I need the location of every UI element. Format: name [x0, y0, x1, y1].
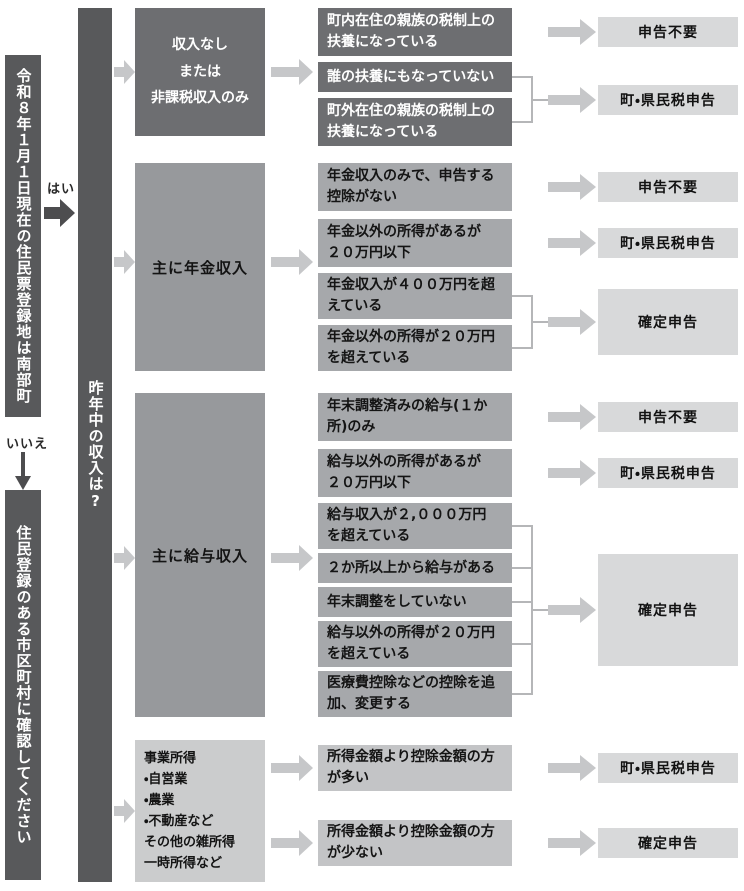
result-box: 町・県民税申告 — [598, 753, 738, 783]
arrow-right-icon — [548, 87, 596, 113]
category-business-income: 事業所得 ・自営業 ・農業 ・不動産など その他の雑所得 一時所得など — [135, 740, 265, 882]
arrow-right-icon — [114, 250, 135, 274]
arrow-right-icon — [114, 546, 135, 570]
condition-box: 年末調整をしていない — [318, 587, 512, 617]
condition-to-result-arrows — [548, 19, 596, 856]
condition-box: 年金収入が４００万円を超 えている — [318, 273, 512, 319]
result-box: 確定申告 — [598, 828, 738, 858]
condition-box: 医療費控除などの控除を追 加、変更する — [318, 671, 512, 717]
arrow-right-icon — [548, 597, 596, 623]
arrow-right-icon — [271, 830, 313, 856]
arrow-right-icon — [44, 199, 75, 227]
result-box: 確定申告 — [598, 554, 738, 666]
condition-box: 年金収入のみで、申告する 控除がない — [318, 163, 512, 211]
category-salary-income: 主に給与収入 — [135, 393, 265, 717]
result-box: 申告不要 — [598, 172, 738, 202]
arrow-right-icon — [114, 799, 135, 823]
condition-box: 給与以外の所得があるが ２０万円以下 — [318, 449, 512, 497]
result-box: 申告不要 — [598, 17, 738, 47]
arrow-right-icon — [271, 755, 313, 781]
category-to-condition-arrows — [271, 59, 313, 856]
no-label: いいえ — [6, 437, 49, 452]
arrow-right-icon — [548, 19, 596, 45]
condition-box: 所得金額より控除金額の方 が少ない — [318, 820, 512, 866]
condition-box: 年末調整済みの給与(１か 所)のみ — [318, 393, 512, 441]
arrow-right-icon — [548, 404, 596, 430]
arrow-right-icon — [548, 460, 596, 486]
arrow-down-icon — [15, 476, 31, 490]
result-box: 町・県民税申告 — [598, 228, 738, 258]
condition-box: 町外在住の親族の税制上の 扶養になっている — [318, 98, 512, 146]
result-box: 確定申告 — [598, 289, 738, 355]
yes-label: はい — [47, 182, 76, 197]
condition-box: 年金以外の所得があるが ２０万円以下 — [318, 219, 512, 267]
arrow-right-icon — [548, 230, 596, 256]
arrow-right-icon — [548, 830, 596, 856]
category-no-income: 収入なし または 非課税収入のみ — [135, 8, 265, 136]
bracket-group3 — [512, 525, 548, 695]
arrow-right-icon — [271, 59, 313, 85]
condition-box: ２か所以上から給与がある — [318, 553, 512, 583]
arrow-right-icon — [271, 545, 313, 571]
arrow-right-icon — [114, 60, 135, 84]
yes-arrow — [44, 199, 75, 227]
condition-box: 誰の扶養にもなっていない — [318, 62, 512, 92]
arrow-right-icon — [548, 309, 596, 335]
condition-box: 所得金額より控除金額の方 が多い — [318, 745, 512, 791]
result-box: 町・県民税申告 — [598, 85, 738, 115]
bracket-group2 — [512, 295, 548, 349]
arrow-right-icon — [548, 174, 596, 200]
condition-box: 年金以外の所得が２０万円 を超えている — [318, 325, 512, 371]
condition-box: 給与収入が２,０００万円 を超えている — [318, 503, 512, 549]
fallback-node: 住民登録のある市区町村に確認してください — [5, 490, 41, 880]
condition-box: 町内在住の親族の税制上の 扶養になっている — [318, 8, 512, 56]
result-box: 申告不要 — [598, 402, 738, 432]
arrow-right-icon — [271, 249, 313, 275]
question-node: 昨年中の収入は? — [78, 8, 112, 882]
no-arrow — [15, 452, 31, 490]
condition-box: 給与以外の所得が２０万円 を超えている — [318, 621, 512, 667]
arrow-right-icon — [548, 755, 596, 781]
question-to-category-arrows — [114, 60, 135, 823]
merge-brackets — [512, 76, 548, 695]
bracket-group1 — [512, 76, 548, 123]
result-box: 町・県民税申告 — [598, 458, 738, 488]
start-node: 令和８年１月１日現在の住民票登録地は南部町 — [5, 55, 41, 417]
category-pension-income: 主に年金収入 — [135, 163, 265, 371]
